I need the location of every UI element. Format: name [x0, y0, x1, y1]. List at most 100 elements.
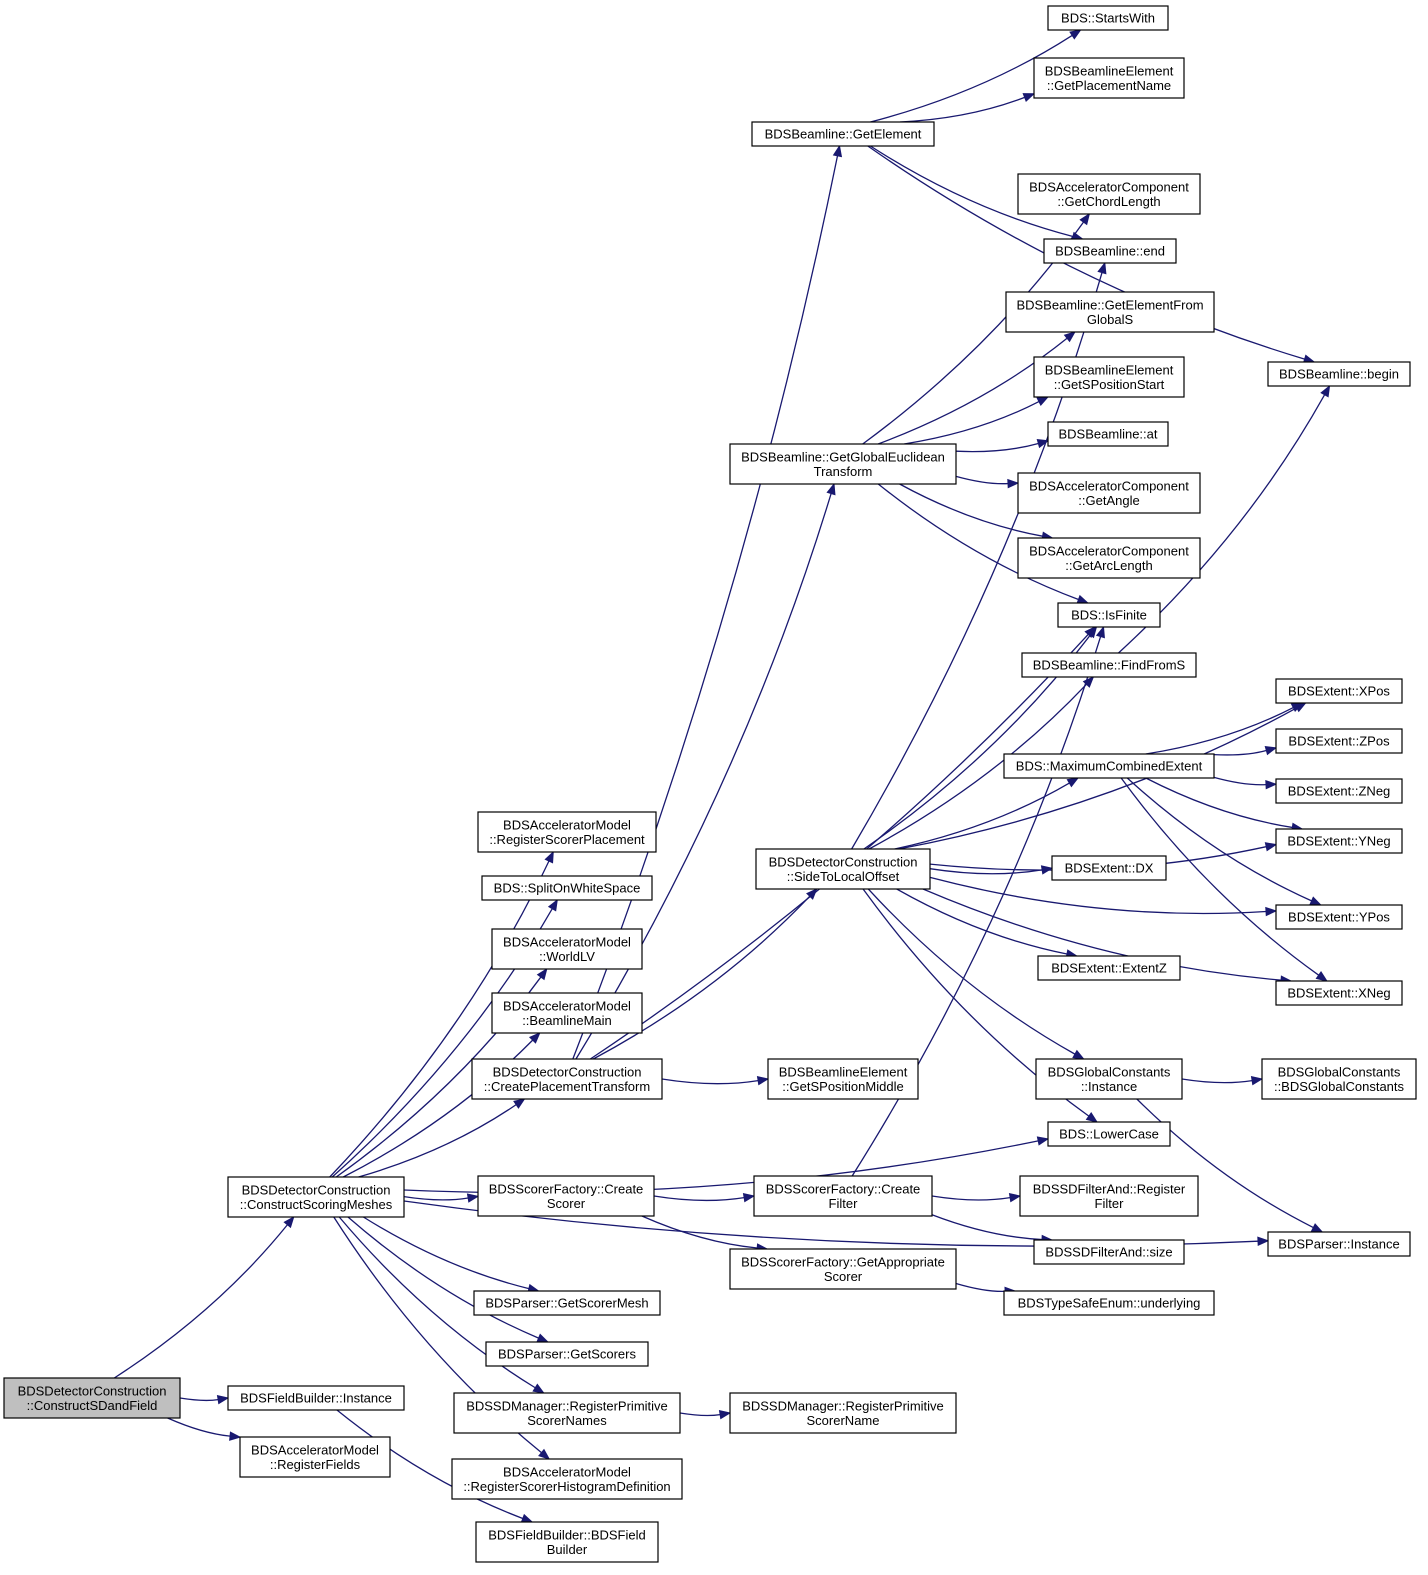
- node-startswith[interactable]: BDS::StartsWith: [1047, 5, 1169, 31]
- node-box: [1017, 472, 1201, 514]
- node-box: [1005, 291, 1215, 333]
- node-box: [729, 443, 957, 485]
- node-label: ::GetArcLength: [1065, 558, 1152, 573]
- node-label: BDSAcceleratorModel: [503, 817, 631, 832]
- edge-sfcf-to-sdfarf: [931, 1192, 1022, 1203]
- node-begss[interactable]: BDSBeamlineElement::GetSPositionStart: [1033, 356, 1185, 398]
- edge-stlo-to-bffs: [868, 676, 1095, 850]
- edge-gci-to-gcgc: [1181, 1075, 1264, 1086]
- node-label: BDSExtent::XPos: [1288, 684, 1390, 699]
- node-begpn[interactable]: BDSBeamlineElement::GetPlacementName: [1033, 57, 1185, 99]
- node-tseu[interactable]: BDSTypeSafeEnum::underlying: [1003, 1290, 1215, 1316]
- node-xneg[interactable]: BDSExtent::XNeg: [1275, 980, 1403, 1006]
- node-label: Builder: [547, 1542, 588, 1557]
- node-fbc[interactable]: BDSFieldBuilder::BDSFieldBuilder: [475, 1521, 659, 1563]
- edge-bgget-to-begss: [904, 396, 1050, 445]
- node-box: [491, 928, 643, 970]
- node-gci[interactable]: BDSGlobalConstants::Instance: [1035, 1058, 1183, 1100]
- node-label: BDSExtent::ZNeg: [1288, 784, 1391, 799]
- node-yneg[interactable]: BDSExtent::YNeg: [1275, 828, 1403, 854]
- node-begsm[interactable]: BDSBeamlineElement::GetSPositionMiddle: [767, 1058, 919, 1100]
- node-box: [239, 1436, 391, 1478]
- node-xpos[interactable]: BDSExtent::XPos: [1275, 678, 1403, 704]
- node-mce[interactable]: BDS::MaximumCombinedExtent: [1003, 753, 1215, 779]
- node-stlo[interactable]: BDSDetectorConstruction::SideToLocalOffs…: [755, 848, 931, 890]
- node-csm[interactable]: BDSDetectorConstruction::ConstructScorin…: [227, 1176, 405, 1218]
- node-acgal[interactable]: BDSAcceleratorComponent::GetArcLength: [1017, 537, 1201, 579]
- edge-sfcs-to-sfcf: [653, 1192, 756, 1203]
- edge-csm-to-pgsm: [363, 1216, 540, 1294]
- node-bend[interactable]: BDSBeamline::end: [1043, 238, 1177, 264]
- edge-bge-to-startswith: [870, 29, 1082, 123]
- node-label: BDSSDFilterAnd::size: [1045, 1245, 1172, 1260]
- node-eez[interactable]: BDSExtent::ExtentZ: [1037, 955, 1181, 981]
- node-bge[interactable]: BDSBeamline::GetElement: [751, 121, 935, 147]
- node-box: [767, 1058, 919, 1100]
- node-pgs[interactable]: BDSParser::GetScorers: [485, 1341, 649, 1367]
- node-label: BDSExtent::ZPos: [1288, 734, 1390, 749]
- node-label: BDSFieldBuilder::BDSField: [488, 1527, 646, 1542]
- node-pgsm[interactable]: BDSParser::GetScorerMesh: [473, 1290, 661, 1316]
- edge-csm-to-sfcs: [403, 1193, 480, 1203]
- node-zneg[interactable]: BDSExtent::ZNeg: [1275, 778, 1403, 804]
- node-label: BDSAcceleratorModel: [503, 998, 631, 1013]
- node-sdrpn[interactable]: BDSSDManager::RegisterPrimitiveScorerNam…: [453, 1392, 681, 1434]
- node-box: [1275, 980, 1403, 1006]
- node-label: BDSFieldBuilder::Instance: [240, 1391, 392, 1406]
- node-box: [227, 1385, 405, 1411]
- node-amrsp[interactable]: BDSAcceleratorModel::RegisterScorerPlace…: [477, 811, 657, 853]
- node-label: ::RegisterScorerPlacement: [489, 832, 645, 847]
- node-sdfas[interactable]: BDSSDFilterAnd::size: [1033, 1239, 1185, 1265]
- node-label: Transform: [814, 464, 873, 479]
- node-isfinite[interactable]: BDS::IsFinite: [1057, 602, 1161, 628]
- node-lower[interactable]: BDS::LowerCase: [1047, 1121, 1171, 1147]
- node-label: ScorerNames: [527, 1413, 607, 1428]
- node-root[interactable]: BDSDetectorConstruction::ConstructSDandF…: [3, 1377, 181, 1419]
- node-wlv[interactable]: BDSAcceleratorModel::WorldLV: [491, 928, 643, 970]
- node-box: [1017, 537, 1201, 579]
- node-amrsh[interactable]: BDSAcceleratorModel::RegisterScorerHisto…: [451, 1458, 683, 1500]
- node-label: BDSAcceleratorComponent: [1029, 543, 1189, 558]
- node-zpos[interactable]: BDSExtent::ZPos: [1275, 728, 1403, 754]
- node-label: Scorer: [824, 1269, 863, 1284]
- node-gcgc[interactable]: BDSGlobalConstants::BDSGlobalConstants: [1261, 1058, 1417, 1100]
- node-label: Filter: [1095, 1196, 1125, 1211]
- node-label: BDS::SplitOnWhiteSpace: [494, 881, 641, 896]
- node-label: ::WorldLV: [539, 949, 595, 964]
- node-label: BDSScorerFactory::Create: [766, 1181, 921, 1196]
- node-label: BDS::IsFinite: [1071, 608, 1147, 623]
- node-label: BDS::LowerCase: [1059, 1127, 1159, 1142]
- node-bat[interactable]: BDSBeamline::at: [1047, 421, 1169, 447]
- node-ypos[interactable]: BDSExtent::YPos: [1275, 904, 1403, 930]
- node-label: BDS::StartsWith: [1061, 11, 1155, 26]
- node-label: ::ConstructSDandField: [27, 1398, 158, 1413]
- node-box: [751, 121, 935, 147]
- node-sdrp1[interactable]: BDSSDManager::RegisterPrimitiveScorerNam…: [729, 1392, 957, 1434]
- node-label: BDSAcceleratorModel: [251, 1442, 379, 1457]
- node-fbi[interactable]: BDSFieldBuilder::Instance: [227, 1385, 405, 1411]
- node-bffs[interactable]: BDSBeamline::FindFromS: [1021, 652, 1197, 678]
- node-label: BDSDetectorConstruction: [769, 854, 918, 869]
- node-box: [1033, 57, 1185, 99]
- node-label: Scorer: [547, 1196, 586, 1211]
- node-blm[interactable]: BDSAcceleratorModel::BeamlineMain: [491, 992, 643, 1034]
- node-split[interactable]: BDS::SplitOnWhiteSpace: [481, 875, 653, 901]
- edge-csm-to-amrsp: [329, 850, 554, 1178]
- node-amrf[interactable]: BDSAcceleratorModel::RegisterFields: [239, 1436, 391, 1478]
- node-bbegin[interactable]: BDSBeamline::begin: [1267, 361, 1411, 387]
- node-box: [1275, 728, 1403, 754]
- node-cpt[interactable]: BDSDetectorConstruction::CreatePlacement…: [471, 1058, 663, 1100]
- node-acga[interactable]: BDSAcceleratorComponent::GetAngle: [1017, 472, 1201, 514]
- node-label: BDS::MaximumCombinedExtent: [1016, 759, 1203, 774]
- node-acgcl[interactable]: BDSAcceleratorComponent::GetChordLength: [1017, 173, 1201, 215]
- node-pinst[interactable]: BDSParser::Instance: [1267, 1231, 1411, 1257]
- edge-stlo-to-eez: [896, 888, 1079, 959]
- node-box: [453, 1392, 681, 1434]
- node-edx[interactable]: BDSExtent::DX: [1051, 855, 1167, 881]
